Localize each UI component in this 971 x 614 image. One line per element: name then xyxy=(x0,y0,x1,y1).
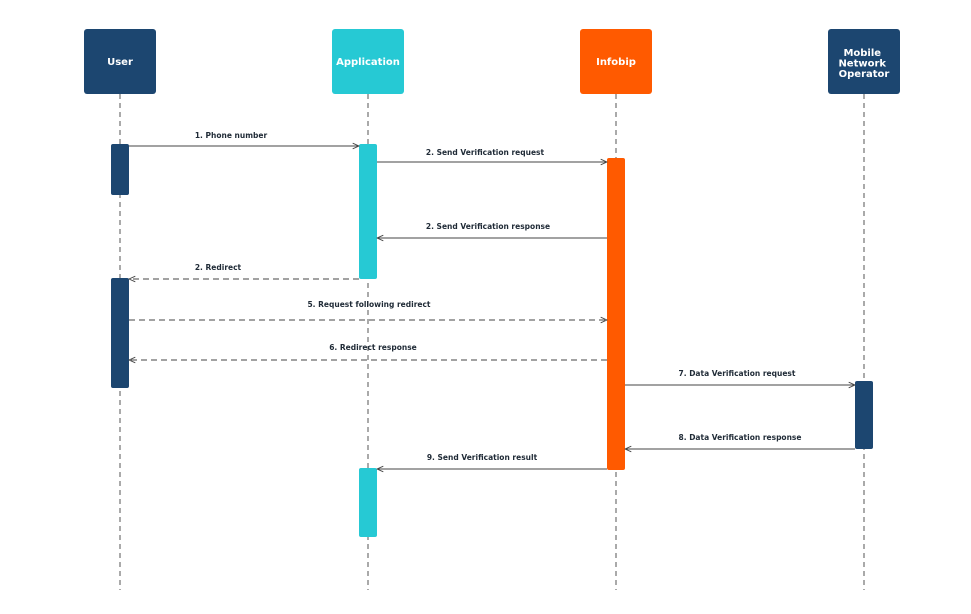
message-label: 2. Send Verification request xyxy=(426,148,545,157)
message-send-verification-request: 2. Send Verification request xyxy=(377,148,607,162)
activation-bar-application-1 xyxy=(359,144,377,279)
message-label: 5. Request following redirect xyxy=(307,300,430,309)
message-redirect-response: 6. Redirect response xyxy=(129,343,607,360)
message-data-verification-request: 7. Data Verification request xyxy=(625,369,855,385)
message-send-verification-result: 9. Send Verification result xyxy=(377,453,607,469)
message-data-verification-response: 8. Data Verification response xyxy=(625,433,855,449)
message-label: 2. Send Verification response xyxy=(426,222,550,231)
message-label: 6. Redirect response xyxy=(329,343,417,352)
message-redirect: 2. Redirect xyxy=(129,263,359,279)
participant-user: User xyxy=(84,29,156,94)
participant-mno: Mobile Network Operator xyxy=(828,29,900,94)
message-label: 7. Data Verification request xyxy=(679,369,796,378)
participant-mno-label: Mobile Network Operator xyxy=(838,48,889,80)
message-phone-number: 1. Phone number xyxy=(129,131,359,146)
message-label: 8. Data Verification response xyxy=(679,433,802,442)
participant-user-label: User xyxy=(107,57,133,68)
message-label: 2. Redirect xyxy=(195,263,242,272)
activation-bar-mno xyxy=(855,381,873,449)
message-request-following-redirect: 5. Request following redirect xyxy=(129,300,607,320)
activation-bar-user-2 xyxy=(111,278,129,388)
participant-infobip: Infobip xyxy=(580,29,652,94)
message-label: 9. Send Verification result xyxy=(427,453,538,462)
participant-application: Application xyxy=(332,29,404,94)
activation-bar-user-1 xyxy=(111,144,129,195)
participant-application-label: Application xyxy=(336,57,400,68)
activation-bar-application-2 xyxy=(359,468,377,537)
activation-bar-infobip xyxy=(607,158,625,470)
participant-infobip-label: Infobip xyxy=(596,57,636,68)
message-label: 1. Phone number xyxy=(195,131,268,140)
message-send-verification-response: 2. Send Verification response xyxy=(377,222,607,238)
